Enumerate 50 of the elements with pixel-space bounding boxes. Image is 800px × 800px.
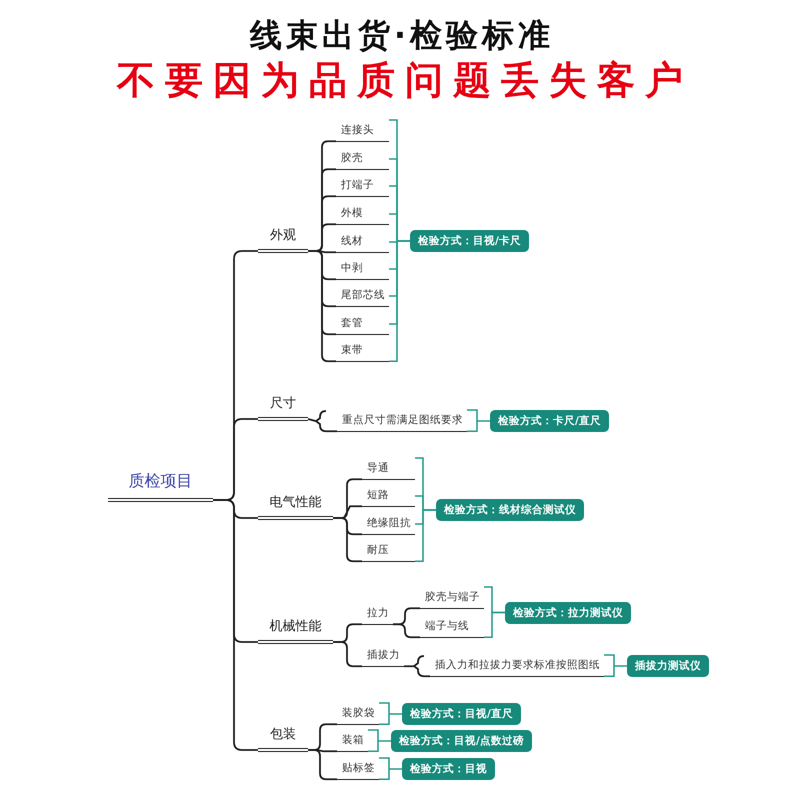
- summary-bracket: [415, 509, 436, 562]
- subtopic: 耐压: [362, 540, 415, 562]
- summary-label: 检验方式：目视/点数过磅: [391, 730, 532, 752]
- main-topic: 尺寸: [258, 394, 308, 421]
- subtopic: 端子与线: [420, 616, 484, 638]
- subtopic: 束带: [336, 340, 389, 362]
- summary-label: 检验方式：目视/直尺: [402, 703, 521, 725]
- subtopic: 胶壳: [336, 148, 389, 170]
- subtopic: 中剥: [336, 258, 389, 280]
- subtopic: 短路: [362, 485, 415, 507]
- brace-connector: [213, 499, 258, 751]
- summary-bracket: [389, 240, 410, 362]
- subtopic: 套管: [336, 313, 389, 335]
- main-topic: 机械性能: [258, 617, 333, 644]
- subtopic: 装胶袋: [337, 703, 379, 725]
- subtopic: 尾部芯线: [336, 285, 389, 307]
- summary-label: 检验方式：拉力测试仪: [505, 602, 631, 624]
- summary-bracket: [378, 757, 403, 780]
- subtopic: 插入力和拉拔力要求标准按照图纸: [430, 655, 604, 677]
- summary-bracket: [484, 612, 505, 638]
- subtopic: 绝缘阻抗: [362, 513, 415, 535]
- subtopic: 外模: [336, 203, 389, 225]
- main-topic: 外观: [258, 226, 308, 253]
- summary-label: 检验方式：目视: [402, 758, 495, 780]
- summary-bracket: [367, 729, 392, 752]
- summary-label: 检验方式：线材综合测试仪: [436, 499, 584, 521]
- subtopic: 拉力: [362, 603, 393, 625]
- subtopic: 插拔力: [362, 645, 404, 667]
- subtopic: 连接头: [336, 120, 389, 142]
- subtopic: 重点尺寸需满足图纸要求: [337, 410, 467, 432]
- subtopic: 装箱: [337, 730, 368, 752]
- summary-bracket: [378, 702, 403, 726]
- subtopic: 贴标签: [337, 758, 379, 780]
- summary-label: 检验方式：卡尺/直尺: [490, 410, 609, 432]
- brace-connector: [393, 623, 420, 638]
- summary-bracket: [603, 654, 628, 678]
- subtopic: 胶壳与端子: [420, 587, 484, 609]
- brace-connector: [308, 749, 337, 780]
- subtopic: 导通: [362, 458, 415, 480]
- summary-label: 插拔力测试仪: [627, 655, 709, 677]
- subtitle: 不要因为品质问题丢失客户: [115, 57, 693, 103]
- subtopic: 打端子: [336, 175, 389, 197]
- subtopic: 线材: [336, 231, 389, 253]
- summary-bracket: [466, 409, 491, 432]
- main-topic: 包装: [258, 725, 308, 752]
- brace-connector: [403, 655, 431, 678]
- central-topic: 质检项目: [108, 466, 213, 502]
- title: 线束出货·检验标准: [248, 15, 554, 56]
- main-topic: 电气性能: [258, 493, 333, 520]
- summary-label: 检验方式：目视/卡尺: [410, 230, 529, 252]
